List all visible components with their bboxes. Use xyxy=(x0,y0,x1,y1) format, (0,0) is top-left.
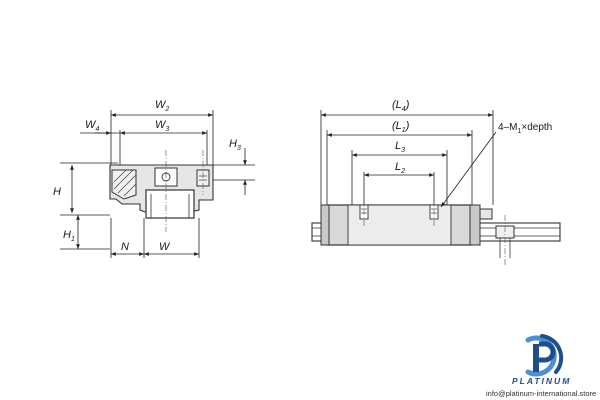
tapped-hole-left xyxy=(359,198,369,226)
front-view xyxy=(60,110,255,258)
side-view-labels: (L4) (L1) L3 L2 4–M1×depth xyxy=(392,99,552,175)
end-seal-right xyxy=(469,204,481,246)
front-left-seal xyxy=(111,169,137,200)
side-view xyxy=(311,110,561,265)
store-url: info@platinum-international.store xyxy=(486,389,596,398)
label-h3: H3 xyxy=(229,138,241,152)
label-w2: W2 xyxy=(155,99,169,113)
front-rail xyxy=(145,189,195,219)
tapped-hole-right xyxy=(429,198,439,226)
front-view-labels: W2 W4 W3 H H1 H3 N W xyxy=(53,99,241,253)
label-l3: L3 xyxy=(395,140,405,154)
label-callout-thread: 4–M1×depth xyxy=(498,122,552,135)
platinum-logo: PLATINUM info@platinum-international.sto… xyxy=(486,334,596,398)
p-circle-logo-icon xyxy=(525,334,564,377)
label-l2: L2 xyxy=(395,161,405,175)
label-w3: W3 xyxy=(155,119,169,133)
label-h: H xyxy=(53,186,61,198)
label-h1: H1 xyxy=(63,229,75,243)
label-w: W xyxy=(159,241,171,253)
end-seal-left xyxy=(320,204,330,246)
label-n: N xyxy=(121,241,129,253)
label-w4: W4 xyxy=(85,119,99,133)
label-l1: (L1) xyxy=(392,120,410,134)
grease-fitting xyxy=(479,208,493,220)
label-l4: (L4) xyxy=(392,99,410,113)
logo-text: PLATINUM xyxy=(512,376,571,386)
callout-leader xyxy=(440,131,497,208)
